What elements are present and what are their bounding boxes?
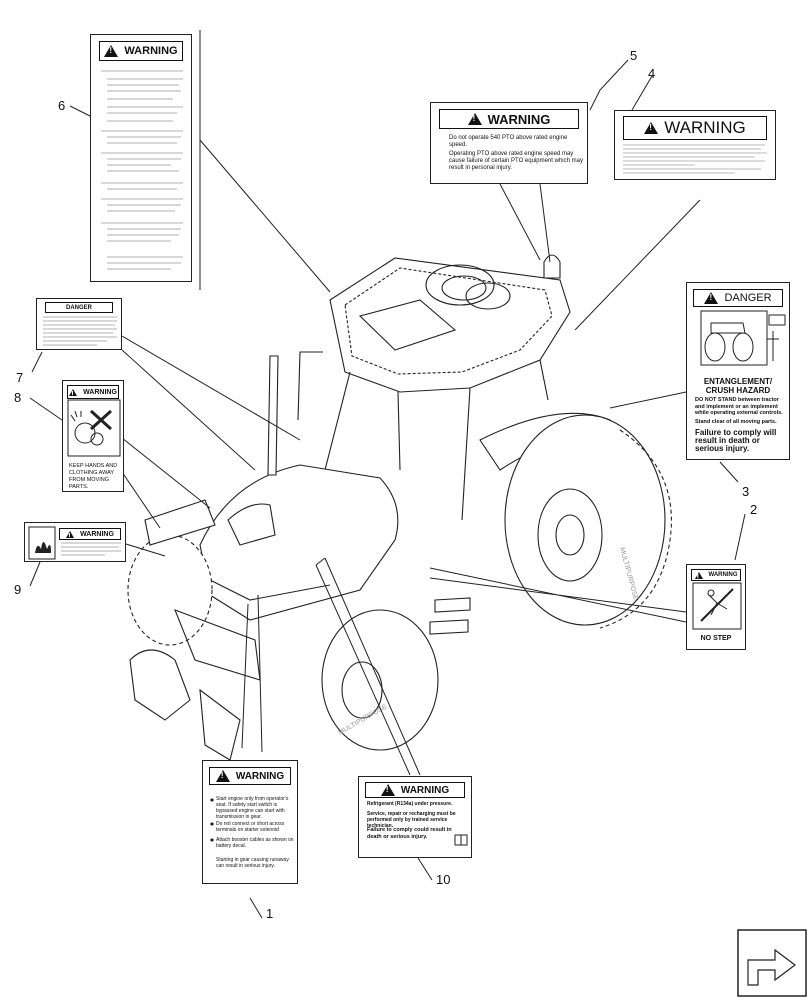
decal-9-title: WARNING	[80, 530, 114, 538]
decal-10-header: WARNING	[365, 782, 465, 798]
warning-triangle-icon	[467, 113, 482, 125]
decal-4-header: WARNING	[623, 116, 767, 140]
decal-1-title: WARNING	[235, 770, 285, 782]
decal-10-footer: Failure to comply could result in death …	[367, 827, 452, 840]
decal-1-line-1: Start engine only from operator's seat. …	[216, 796, 289, 820]
decal-7-danger: DANGER	[36, 298, 122, 350]
decal-2-header: WARNING	[691, 569, 741, 582]
callout-10: 10	[436, 872, 451, 887]
decal-8-header: WARNING	[67, 385, 119, 399]
decal-1-line-4: Starting in gear causing runaway can res…	[216, 857, 289, 869]
pto-entanglement-icon	[700, 310, 786, 366]
decal-3-footer: Failure to comply will result in death o…	[695, 428, 777, 453]
manual-book-icon	[454, 834, 468, 846]
callout-2: 2	[750, 502, 758, 517]
decal-3-header: DANGER	[693, 289, 783, 307]
decal-10-warning: WARNING Refrigerant (R134a) under pressu…	[358, 776, 472, 858]
decal-6-text-block	[101, 70, 183, 270]
decal-2-title: WARNING	[708, 572, 738, 578]
callout-4: 4	[648, 66, 656, 81]
decal-6-warning: WARNING	[90, 34, 192, 282]
warning-triangle-icon	[66, 530, 75, 541]
warning-triangle-icon	[69, 388, 78, 399]
decal-1-warning: WARNING Start engine only from operator'…	[202, 760, 298, 884]
decal-3-line-1: DO NOT STAND between tractor and impleme…	[695, 397, 783, 416]
callout-7: 7	[16, 370, 24, 385]
decal-7-text-block	[43, 316, 117, 346]
decal-3-heading: ENTANGLEMENT/ CRUSH HAZARD	[703, 377, 773, 395]
decal-3-title: DANGER	[724, 292, 772, 304]
decal-6-header: WARNING	[99, 41, 183, 61]
decal-1-line-3: Attach booster cables as shown on batter…	[216, 837, 294, 849]
warning-triangle-icon	[380, 784, 395, 796]
decal-8-footer: KEEP HANDS AND CLOTHING AWAY FROM MOVING…	[69, 463, 118, 490]
decal-1-header: WARNING	[209, 767, 291, 785]
decal-10-line-1: Refrigerant (R134a) under pressure.	[367, 801, 453, 807]
warning-triangle-icon	[104, 45, 119, 57]
decal-3-danger: DANGER ENTANGLEMENT/ CRUSH HAZARD DO NOT…	[686, 282, 790, 460]
decal-8-warning: WARNING KEEP HANDS AND CLOTHING AWAY FRO…	[62, 380, 124, 492]
decal-5-title: WARNING	[487, 111, 551, 127]
rotating-shaft-hazard-icon	[67, 399, 121, 457]
decal-10-line-2: Service, repair or recharging must be pe…	[367, 811, 456, 829]
hot-surface-icon	[28, 526, 121, 560]
warning-triangle-icon	[215, 770, 230, 782]
decal-8-title: WARNING	[83, 388, 117, 396]
warning-triangle-icon	[644, 122, 659, 134]
decal-5-warning: WARNING Do not operate 540 PTO above rat…	[430, 102, 588, 184]
warning-triangle-icon	[694, 571, 703, 582]
decal-2-no-step: WARNING NO STEP	[686, 564, 746, 650]
decal-3-line-2: Stand clear of all moving parts.	[695, 419, 777, 425]
callout-5: 5	[630, 48, 638, 63]
decal-9-header: WARNING	[59, 528, 121, 541]
decal-10-title: WARNING	[400, 784, 450, 796]
decal-4-text-block	[623, 144, 767, 174]
callout-9: 9	[14, 582, 22, 597]
decal-2-footer: NO STEP	[700, 635, 732, 642]
callout-3: 3	[742, 484, 750, 499]
decal-5-header: WARNING	[439, 109, 579, 129]
warning-triangle-icon	[704, 292, 719, 304]
decal-9-warning: WARNING	[24, 522, 126, 562]
decal-1-line-2: Do not connect or short across terminals…	[216, 821, 285, 833]
decal-4-warning: WARNING	[614, 110, 776, 180]
decal-1-bullets	[210, 798, 214, 842]
decal-5-line-1: Do not operate 540 PTO above rated engin…	[449, 135, 568, 148]
next-page-arrow-icon[interactable]	[737, 929, 807, 997]
decal-7-header: DANGER	[45, 302, 113, 313]
decal-6-title: WARNING	[124, 45, 178, 57]
callout-6: 6	[58, 98, 66, 113]
no-step-icon	[692, 582, 742, 630]
callout-8: 8	[14, 390, 22, 405]
decal-5-line-2: Operating PTO above rated engine speed m…	[449, 151, 583, 171]
decal-7-title: DANGER	[65, 304, 92, 311]
callout-1: 1	[266, 906, 274, 921]
decal-4-title: WARNING	[664, 118, 746, 137]
